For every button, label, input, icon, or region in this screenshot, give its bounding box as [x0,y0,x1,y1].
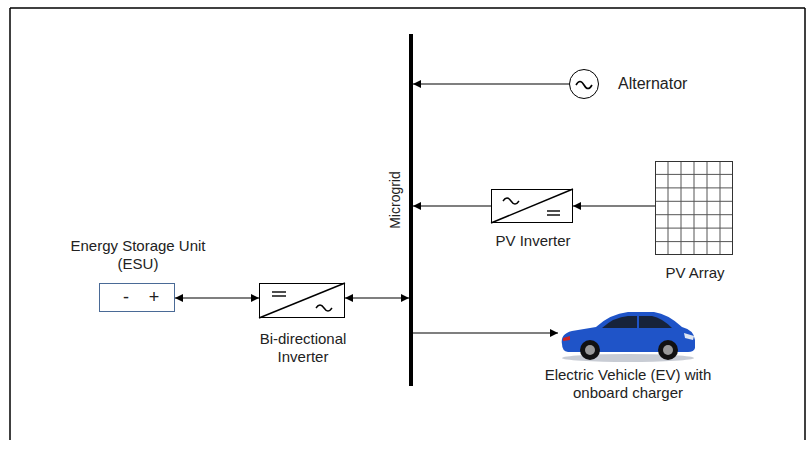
alternator-circle: Alternator [569,69,599,99]
node-label: PV Inverter [483,232,583,250]
node-label: PV Array [645,264,745,282]
power-flow-arrow [413,332,558,333]
page-frame [10,8,805,440]
pv-array-panel: PV Array [655,161,733,255]
electric-car [562,312,695,362]
power-flow-arrow [345,297,409,298]
node-label: Energy Storage Unit (ESU) [58,237,218,273]
power-flow-arrow [175,297,259,298]
pv-inverter-box: PV Inverter [491,189,573,223]
node-label: Electric Vehicle (EV) with onboard charg… [528,366,728,402]
node-label: Bi-directional Inverter [243,330,363,366]
terminal-sign: - [119,288,133,306]
bidirectional-inverter-box: Bi-directional Inverter [259,283,345,318]
terminal-sign: + [146,288,162,306]
microgrid-bus: Microgrid [409,34,413,386]
power-flow-arrow [413,83,569,84]
pv-array-grid [655,161,733,255]
bidirectional-inverter-symbol [259,283,345,318]
power-flow-arrow [413,205,491,206]
energy-storage-box: Energy Storage Unit (ESU)-+ [99,283,175,312]
electric-vehicle: Electric Vehicle (EV) with onboard charg… [558,300,698,362]
power-flow-arrow [573,205,655,206]
node-label: Microgrid [386,155,404,245]
pv-inverter-symbol [491,189,573,223]
alternator-symbol [576,82,592,89]
node-label: Alternator [618,75,748,93]
